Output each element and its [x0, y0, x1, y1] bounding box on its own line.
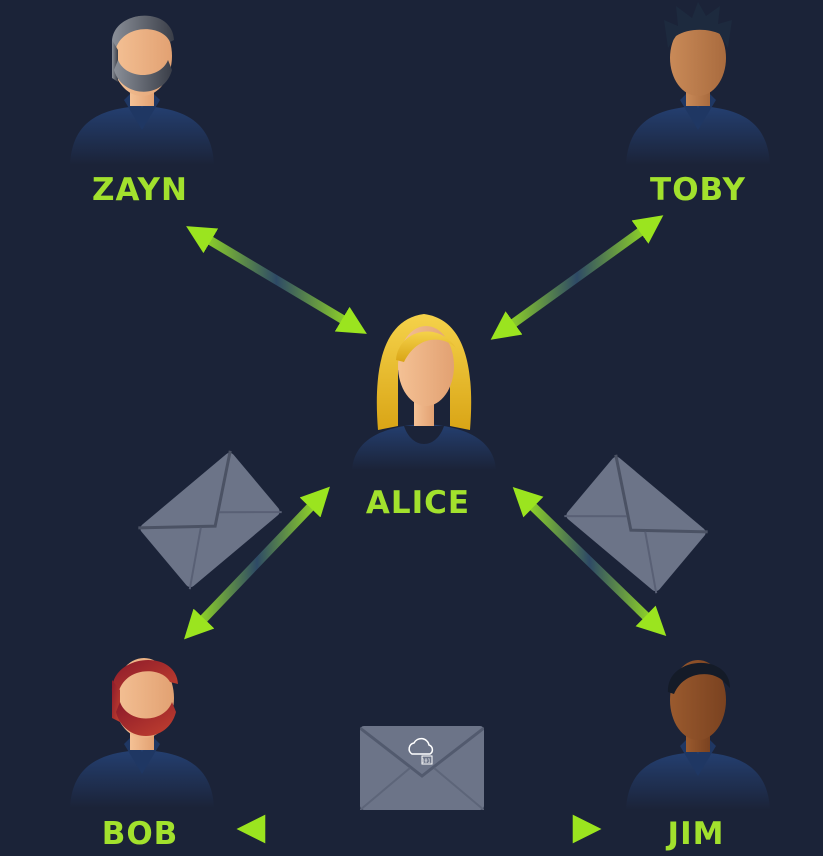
arrow-toby-alice [490, 215, 664, 340]
cloud-lock-icon: 101 [408, 737, 434, 765]
name-label-jim: JIM [667, 816, 725, 852]
user-avatar-icon [626, 2, 770, 165]
envelope-icon [564, 454, 708, 594]
person-zayn [52, 0, 232, 180]
name-label-bob: BOB [101, 816, 179, 852]
person-toby [608, 0, 788, 180]
user-avatar-icon [70, 658, 214, 808]
svg-text:101: 101 [421, 759, 430, 765]
envelope-icon [138, 450, 282, 590]
name-label-toby: TOBY [650, 172, 746, 208]
person-bob [52, 640, 232, 820]
user-avatar-icon [352, 314, 496, 470]
encrypted-envelope-icon: 101 [360, 726, 484, 810]
name-label-zayn: ZAYN [92, 172, 188, 208]
arrow-zayn-alice [186, 226, 367, 334]
user-avatar-icon [70, 15, 214, 165]
name-label-alice: ALICE [365, 485, 471, 521]
person-alice [334, 300, 514, 480]
person-jim [608, 644, 788, 824]
user-avatar-icon [626, 660, 770, 810]
